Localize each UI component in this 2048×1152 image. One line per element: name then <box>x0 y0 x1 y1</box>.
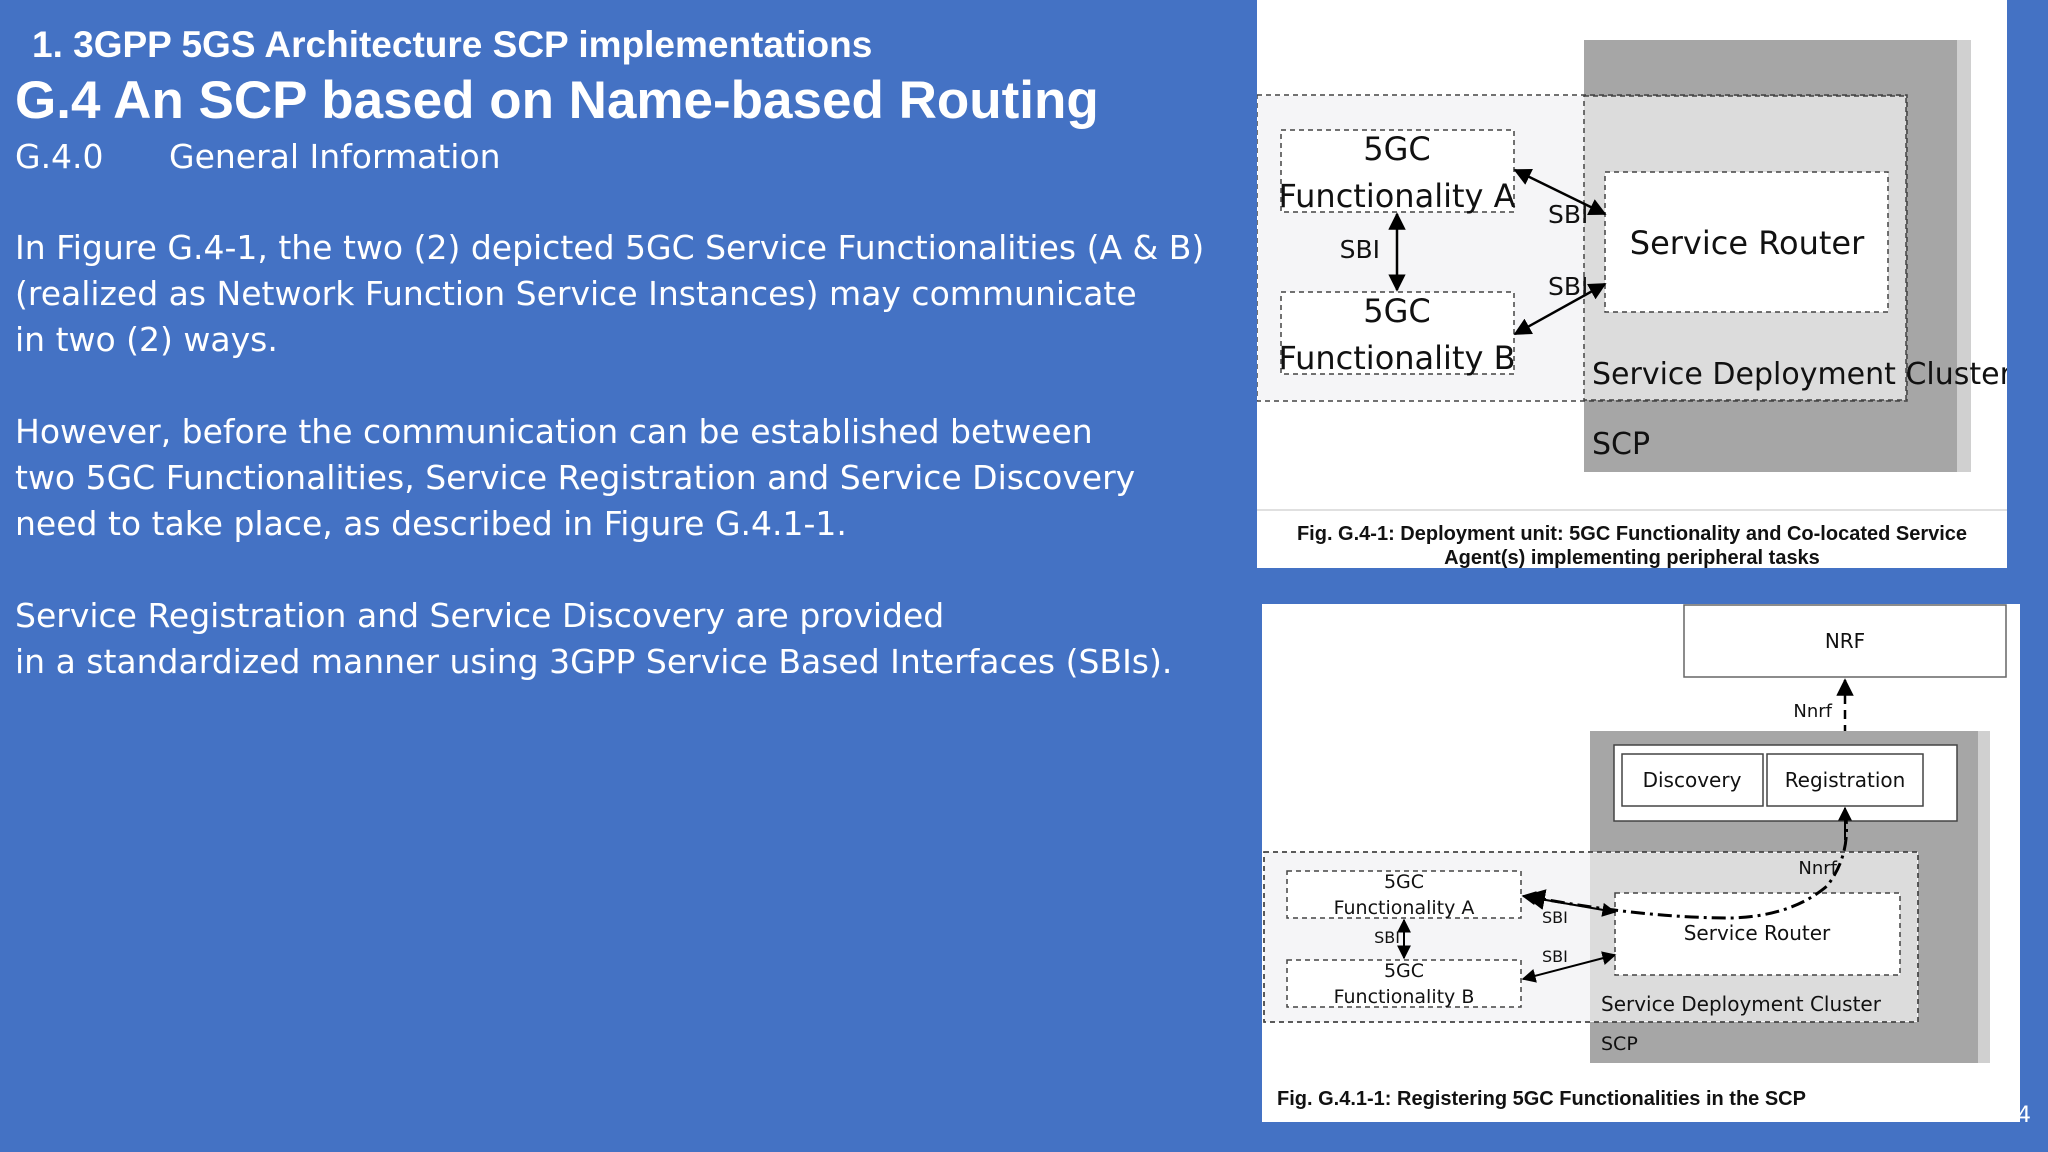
sbi-vertical-label: SBI <box>1374 928 1400 947</box>
nrf-box <box>1683 604 2007 678</box>
slide-supertitle: 1. 3GPP 5GS Architecture SCP implementat… <box>32 24 873 65</box>
figure-g4-1-1: NRF Nnrf Discovery Registration 5GC Func… <box>1262 604 2020 1122</box>
caption-line: Agent(s) implementing peripheral tasks <box>1444 547 1820 569</box>
functionality-a-label: Functionality A <box>1334 897 1475 919</box>
slide-title: G.4 An SCP based on Name-based Routing <box>15 71 1099 130</box>
sbi-arrow-a-router <box>1513 168 1607 216</box>
functionality-a-box <box>1286 870 1522 919</box>
paragraph-figure-intro: In Figure G.4-1, the two (2) depicted 5G… <box>15 225 1204 363</box>
registration-dashed-path <box>1523 809 1849 920</box>
scp-label: SCP <box>1601 1033 1638 1055</box>
sbi-top-label: SBI <box>1548 200 1588 229</box>
paragraph-line: (realized as Network Function Service In… <box>15 274 1137 313</box>
functionality-a-label: 5GC <box>1384 871 1424 893</box>
sbi-bottom-label: SBI <box>1542 947 1568 966</box>
discovery-box <box>1621 753 1764 807</box>
sbi-bottom-label: SBI <box>1548 272 1588 301</box>
nnrf-mid-label: Nnrf <box>1798 858 1837 879</box>
paragraph-line: However, before the communication can be… <box>15 412 1093 451</box>
functionality-a-label: Functionality A <box>1278 177 1515 215</box>
functionality-a-box <box>1280 129 1515 213</box>
paragraph-line: in a standardized manner using 3GPP Serv… <box>15 642 1173 681</box>
discovery-label: Discovery <box>1643 768 1742 792</box>
section-title: General Information <box>169 137 501 176</box>
functionality-b-label: 5GC <box>1363 292 1431 330</box>
functionality-a-label: 5GC <box>1363 130 1431 168</box>
functionality-b-label: Functionality B <box>1278 339 1515 377</box>
figure-g4-1-1-diagram: NRF Nnrf Discovery Registration 5GC Func… <box>1263 604 2007 1063</box>
scp-shadow <box>1957 40 1971 472</box>
registration-label: Registration <box>1785 768 1906 792</box>
paragraph-line: in two (2) ways. <box>15 320 278 359</box>
paragraph-line: In Figure G.4-1, the two (2) depicted 5G… <box>15 228 1205 267</box>
nrf-label: NRF <box>1825 629 1865 653</box>
service-router-box <box>1604 171 1889 313</box>
functionality-b-label: Functionality B <box>1334 986 1475 1008</box>
service-router-label: Service Router <box>1684 921 1831 945</box>
section-number: G.4.0 <box>15 137 104 176</box>
sbi-top-label: SBI <box>1542 908 1568 927</box>
paragraph-sbi: Service Registration and Service Discove… <box>15 593 1172 685</box>
figure-g4-1: 5GC Functionality A 5GC Functionality B … <box>1257 0 2007 570</box>
sbi-arrow-b-router <box>1513 282 1607 336</box>
paragraph-line: Service Registration and Service Discove… <box>15 596 945 635</box>
caption-line: Fig. G.4-1: Deployment unit: 5GC Functio… <box>1296 523 1968 545</box>
functionality-b-box <box>1280 291 1515 375</box>
paragraph-line: need to take place, as described in Figu… <box>15 504 847 543</box>
service-router-label: Service Router <box>1630 224 1865 262</box>
registration-box <box>1766 753 1924 807</box>
functionality-b-label: 5GC <box>1384 960 1424 982</box>
service-deployment-cluster-label: Service Deployment Cluster <box>1601 992 1882 1016</box>
paragraph-registration-discovery: However, before the communication can be… <box>15 409 1135 547</box>
figure-g4-1-caption: Fig. G.4-1: Deployment unit: 5GC Functio… <box>1257 522 2007 570</box>
figure-g4-1-1-caption: Fig. G.4.1-1: Registering 5GC Functional… <box>1277 1088 1806 1110</box>
deployment-unit-border <box>1257 94 1908 402</box>
sbi-arrow-b-router <box>1521 951 1617 983</box>
functionality-b-box <box>1286 959 1522 1008</box>
paragraph-line: two 5GC Functionalities, Service Registr… <box>15 458 1136 497</box>
sbi-vertical-label: SBI <box>1340 235 1380 264</box>
scp-label: SCP <box>1592 427 1650 462</box>
slide-number: 74 <box>2003 1103 2031 1128</box>
service-router-box <box>1614 892 1901 976</box>
nnrf-top-label: Nnrf <box>1793 701 1832 722</box>
figure-g4-1-diagram: 5GC Functionality A 5GC Functionality B … <box>1257 40 2007 511</box>
scp-shadow <box>1978 731 1990 1063</box>
service-deployment-cluster-label: Service Deployment Cluster <box>1592 357 2007 392</box>
